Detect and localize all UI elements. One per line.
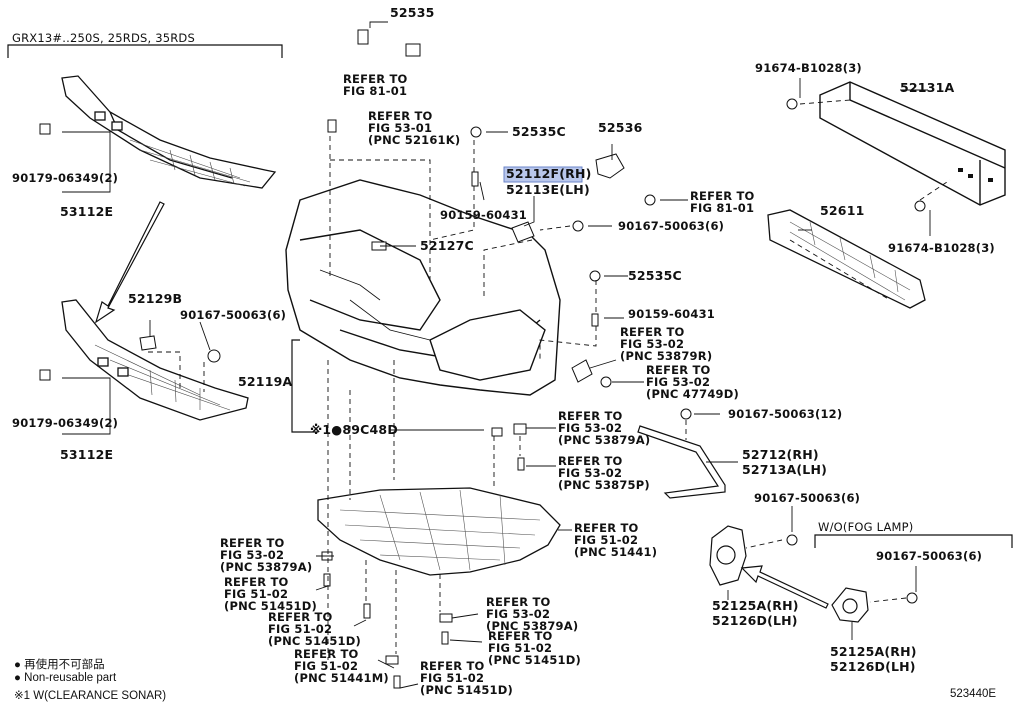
part-52535C-2[interactable]: 52535C <box>628 268 682 283</box>
part-52129B[interactable]: 52129B <box>128 291 183 306</box>
variant-bracket-left <box>7 44 283 58</box>
part-91674-2[interactable]: 91674-B1028(3) <box>888 241 995 255</box>
part-90167-c[interactable]: 90167-50063(6) <box>754 491 861 505</box>
part-90159[interactable]: 90159-60431 <box>440 208 527 222</box>
part-52535[interactable]: 52535 <box>390 5 435 20</box>
arrow-fog <box>740 565 829 609</box>
sonar-mark: ※1● <box>310 422 343 437</box>
part-90159-2[interactable]: 90159-60431 <box>628 307 715 321</box>
legend-non-reusable-en: ● Non-reusable part <box>14 672 117 684</box>
part-90167-d[interactable]: 90167-50063(6) <box>876 549 983 563</box>
legend-non-reusable-jp: ● 再使用不可部品 <box>14 659 105 671</box>
engine-undercover <box>317 487 561 576</box>
part-52713A[interactable]: 52713A(LH) <box>742 462 828 477</box>
part-90167-b[interactable]: 90167-50063(6) <box>180 308 287 322</box>
reinforcement-bar <box>819 81 1006 206</box>
part-52712[interactable]: 52712(RH) <box>742 447 819 462</box>
part-90167-a[interactable]: 90167-50063(6) <box>618 219 725 233</box>
part-52125A-2[interactable]: 52125A(RH) <box>830 644 917 659</box>
arrow-grille <box>94 201 165 324</box>
part-52126D-2[interactable]: 52126D(LH) <box>830 659 916 674</box>
part-90167-12[interactable]: 90167-50063(12) <box>728 407 843 421</box>
grille-upper <box>61 75 277 189</box>
part-52113E[interactable]: 52113E(LH) <box>506 182 590 197</box>
fog-cover-right <box>831 587 869 623</box>
part-90179-2[interactable]: 90179-06349(2) <box>12 416 119 430</box>
legend-clearance-sonar: ※1 W(CLEARANCE SONAR) <box>14 690 167 702</box>
diagram-id: 523440E <box>950 688 997 700</box>
part-52112F[interactable]: 52112F(RH) <box>506 166 592 181</box>
part-52131A[interactable]: 52131A <box>900 80 955 95</box>
highlight-52112F <box>503 166 583 183</box>
part-52119A[interactable]: 52119A <box>238 374 293 389</box>
part-90179[interactable]: 90179-06349(2) <box>12 171 119 185</box>
part-52127C[interactable]: 52127C <box>420 238 474 253</box>
part-52125A[interactable]: 52125A(RH) <box>712 598 799 613</box>
part-52611[interactable]: 52611 <box>820 203 865 218</box>
bumper-cover <box>285 179 561 396</box>
part-91674[interactable]: 91674-B1028(3) <box>755 61 862 75</box>
fog-cover-left <box>709 525 747 586</box>
grille-lower <box>61 299 249 421</box>
part-89C48D[interactable]: ※1●89C48D <box>310 422 398 437</box>
bracket-52119A <box>291 339 318 433</box>
small-parts <box>39 29 926 689</box>
part-53112E-2[interactable]: 53112E <box>60 447 114 462</box>
variant-right-label: W/O(FOG LAMP) <box>818 520 914 534</box>
part-52536[interactable]: 52536 <box>598 120 643 135</box>
part-52126D[interactable]: 52126D(LH) <box>712 613 798 628</box>
part-53112E[interactable]: 53112E <box>60 204 114 219</box>
variant-left-label: GRX13#..250S, 25RDS, 35RDS <box>12 31 195 45</box>
energy-absorber <box>767 209 926 309</box>
part-52535C[interactable]: 52535C <box>512 124 566 139</box>
variant-bracket-right <box>814 534 1013 548</box>
